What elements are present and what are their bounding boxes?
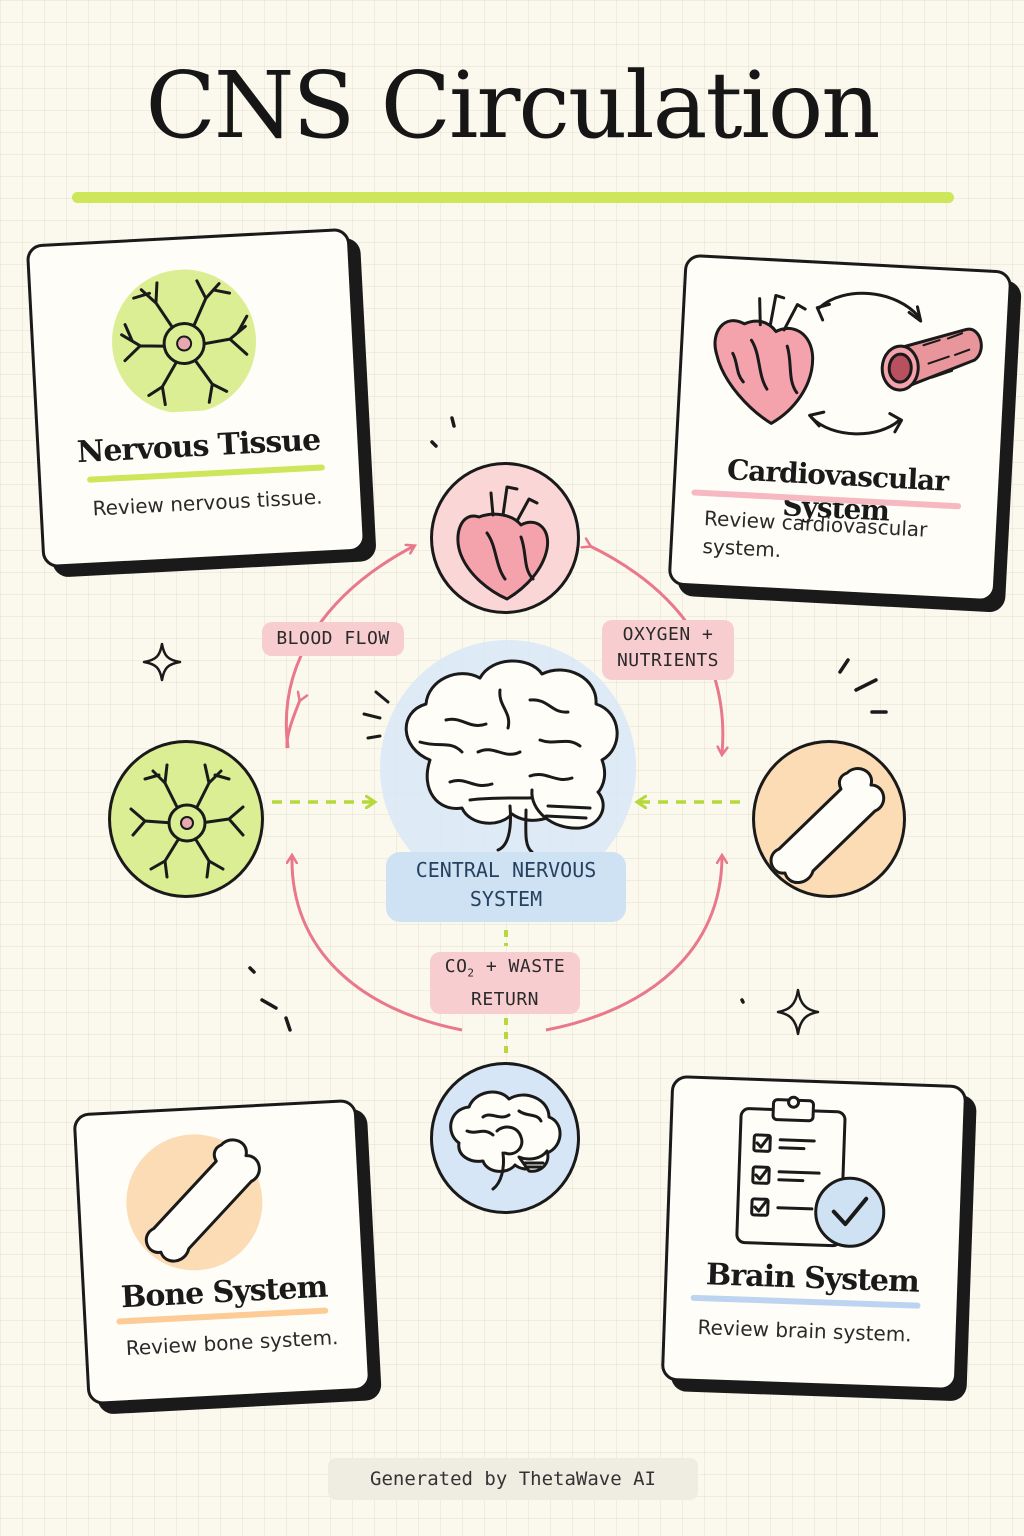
bone-icon — [126, 1134, 263, 1271]
card-nervous-tissue[interactable]: Nervous Tissue Review nervous tissue. — [25, 227, 367, 569]
bone-node — [752, 740, 906, 898]
arrow-blood-flow-start — [285, 700, 300, 749]
co2-label-line1: CO2 + WASTE — [444, 956, 566, 980]
oxygen-label-line1: OXYGEN + — [622, 624, 714, 645]
cns-label-line2: SYSTEM — [469, 887, 543, 911]
sparkle-left — [142, 642, 182, 682]
oxygen-nutrients-label: OXYGEN + NUTRIENTS — [602, 620, 734, 680]
card-cardiovascular-system[interactable]: Cardiovascular System Review cardiovascu… — [667, 253, 1013, 603]
clipboard-check-icon — [735, 1095, 886, 1248]
brain-node — [430, 1062, 580, 1214]
heart-vessel-icon — [713, 291, 983, 436]
decorative-sparkles — [142, 642, 820, 1036]
neuron-node — [108, 740, 264, 898]
footer-credit: Generated by ThetaWave AI — [328, 1458, 698, 1500]
co2-waste-return-label: CO2 + WASTE RETURN — [430, 952, 580, 1014]
card-bone-system[interactable]: Bone System Review bone system. — [72, 1098, 372, 1406]
cns-sparkle-lines — [362, 690, 390, 740]
brain-icon — [449, 1090, 562, 1191]
page-title: CNS Circulation — [145, 52, 880, 159]
card-title: Brain System — [705, 1257, 920, 1300]
title-underline — [72, 192, 954, 203]
decorative-strokes — [248, 416, 888, 1032]
oxygen-label-line2: NUTRIENTS — [616, 650, 720, 671]
card-description: Review brain system. — [697, 1315, 913, 1347]
card-description: Review cardiovascular system. — [702, 506, 928, 563]
arrow-return-right — [545, 856, 722, 1032]
neuron-icon — [112, 269, 257, 414]
central-nervous-system-label: CENTRAL NERVOUS SYSTEM — [386, 852, 626, 922]
arrow-return-left — [292, 856, 463, 1032]
card-description: Review bone system. — [125, 1325, 339, 1361]
card-description: Review nervous tissue. — [92, 484, 323, 521]
blood-flow-label: BLOOD FLOW — [262, 622, 404, 656]
cns-label-line1: CENTRAL NERVOUS — [415, 858, 597, 882]
heart-node — [430, 462, 580, 614]
neuron-icon — [129, 763, 245, 879]
heart-icon — [456, 485, 550, 601]
bone-icon — [769, 767, 886, 884]
cns-brain-icon — [404, 659, 619, 854]
co2-label-line2: RETURN — [470, 988, 540, 1010]
sparkle-right — [776, 988, 820, 1036]
card-brain-system[interactable]: Brain System Review brain system. — [660, 1074, 968, 1392]
